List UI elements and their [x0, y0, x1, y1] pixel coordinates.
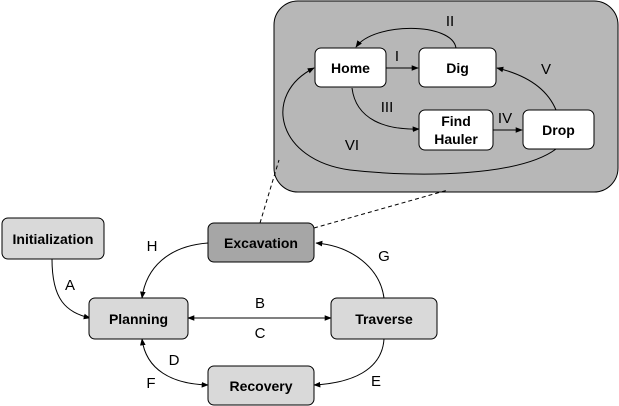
edge-D-F [140, 338, 209, 388]
edge-label-H: H [147, 238, 158, 255]
traverse-node [330, 297, 438, 340]
edge-label-III: III [381, 99, 394, 116]
edge-V [496, 66, 557, 111]
initialization-node [1, 217, 105, 260]
edge-A [51, 258, 91, 320]
drop-node [522, 109, 595, 150]
edge-II [355, 27, 457, 49]
recovery-node [207, 365, 315, 406]
edge-label-V: V [541, 61, 551, 78]
edge-E [313, 338, 385, 388]
edge-label-II: II [446, 13, 454, 30]
dig-node [418, 47, 497, 88]
edge-label-I: I [395, 48, 399, 65]
excavation-node [207, 222, 315, 263]
dig-node-label: Dig [446, 60, 469, 76]
zoom-connector-left [259, 159, 280, 224]
find-hauler-label-line1: Find [441, 113, 471, 129]
recovery-node-label: Recovery [229, 378, 292, 394]
edge-label-A: A [65, 277, 75, 294]
planning-node [88, 297, 189, 340]
traverse-node-label: Traverse [355, 311, 413, 327]
edge-H [140, 242, 209, 299]
edge-label-IV: IV [498, 110, 512, 127]
home-node-label: Home [331, 60, 370, 76]
find-hauler-node [418, 109, 494, 151]
edge-label-VI: VI [345, 137, 359, 154]
excavation-node-label: Excavation [224, 235, 298, 251]
edge-label-G: G [378, 248, 390, 265]
initialization-node-label: Initialization [13, 231, 94, 247]
edge-label-B: B [255, 295, 265, 312]
edge-G [315, 240, 385, 299]
edge-label-F: F [146, 375, 155, 392]
zoom-connector-right [313, 189, 449, 229]
edge-label-E: E [371, 373, 381, 390]
edge-III [351, 87, 420, 132]
drop-node-label: Drop [542, 122, 575, 138]
find-hauler-label-line2: Hauler [434, 131, 478, 147]
planning-node-label: Planning [109, 311, 168, 327]
home-node [314, 47, 387, 88]
edge-VI [282, 67, 557, 175]
edge-label-C: C [255, 325, 266, 342]
edge-label-D: D [169, 352, 180, 369]
